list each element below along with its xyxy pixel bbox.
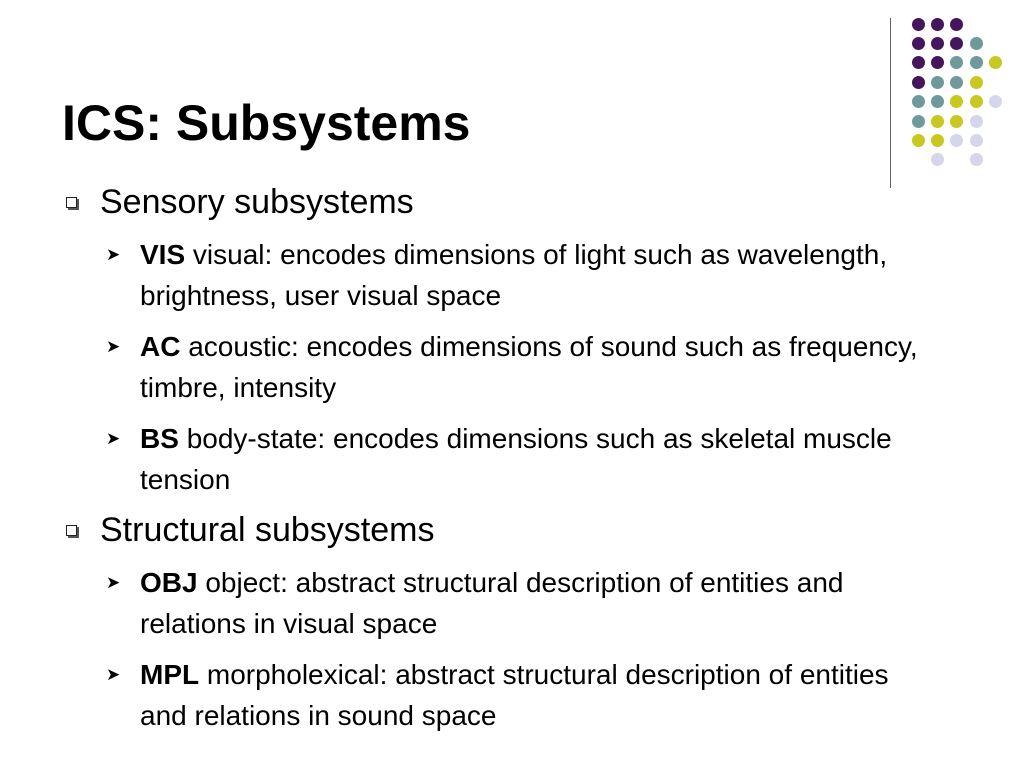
decorative-dot xyxy=(930,56,944,70)
decorative-dot xyxy=(969,36,983,50)
square-bullet-icon xyxy=(66,197,77,208)
slide-content: Sensory subsystems ➤ VIS visual: encodes… xyxy=(62,180,962,736)
decorative-dot xyxy=(950,75,964,89)
arrow-bullet-icon: ➤ xyxy=(106,245,121,264)
decorative-dot xyxy=(969,153,983,167)
list-item-ac: ➤ AC acoustic: encodes dimensions of sou… xyxy=(62,326,940,408)
decorative-dot xyxy=(911,95,925,109)
title-divider-line xyxy=(890,18,891,188)
section-heading-text: Structural subsystems xyxy=(100,511,435,549)
item-description: object: abstract structural description … xyxy=(140,567,844,639)
item-abbreviation: AC xyxy=(140,331,181,362)
item-description: body-state: encodes dimensions such as s… xyxy=(140,423,892,495)
section-heading-sensory: Sensory subsystems xyxy=(62,180,962,224)
list-item-obj: ➤ OBJ object: abstract structural descri… xyxy=(62,562,940,644)
arrow-bullet-icon: ➤ xyxy=(106,337,121,356)
item-abbreviation: OBJ xyxy=(140,567,198,598)
decorative-dot xyxy=(930,153,944,167)
slide-title: ICS: Subsystems xyxy=(62,95,471,151)
decorative-dot xyxy=(969,95,983,109)
decorative-dot xyxy=(930,133,944,147)
decorative-dot xyxy=(911,75,925,89)
decorative-dot xyxy=(911,36,925,50)
decorative-dot xyxy=(950,114,964,128)
decorative-dot xyxy=(911,56,925,70)
decorative-dot xyxy=(969,56,983,70)
item-abbreviation: VIS xyxy=(140,239,186,270)
square-bullet-icon xyxy=(66,525,77,536)
decorative-dot xyxy=(930,17,944,31)
decorative-dot xyxy=(911,114,925,128)
list-item-vis: ➤ VIS visual: encodes dimensions of ligh… xyxy=(62,234,940,316)
decorative-dot xyxy=(969,114,983,128)
arrow-bullet-icon: ➤ xyxy=(106,429,121,448)
decorative-dot xyxy=(930,75,944,89)
item-description: morpholexical: abstract structural descr… xyxy=(140,659,889,731)
decorative-dot xyxy=(950,36,964,50)
section-heading-text: Sensory subsystems xyxy=(100,183,414,221)
list-item-mpl: ➤ MPL morpholexical: abstract structural… xyxy=(62,654,940,736)
decorative-dot xyxy=(969,133,983,147)
decorative-dot xyxy=(950,17,964,31)
decorative-dot xyxy=(911,133,925,147)
decorative-dot xyxy=(950,95,964,109)
item-description: acoustic: encodes dimensions of sound su… xyxy=(140,331,918,403)
decorative-dot xyxy=(969,75,983,89)
decorative-dot xyxy=(950,133,964,147)
decorative-dot xyxy=(911,17,925,31)
decorative-dot xyxy=(989,95,1003,109)
arrow-bullet-icon: ➤ xyxy=(106,665,121,684)
decorative-dot xyxy=(950,56,964,70)
section-heading-structural: Structural subsystems xyxy=(62,508,962,552)
decorative-dot xyxy=(930,36,944,50)
decorative-dot xyxy=(989,56,1003,70)
item-abbreviation: MPL xyxy=(140,659,200,690)
list-item-bs: ➤ BS body-state: encodes dimensions such… xyxy=(62,418,940,500)
item-description: visual: encodes dimensions of light such… xyxy=(140,239,888,311)
item-abbreviation: BS xyxy=(140,423,179,454)
decorative-dot xyxy=(930,114,944,128)
arrow-bullet-icon: ➤ xyxy=(106,573,121,592)
decorative-dot xyxy=(930,95,944,109)
